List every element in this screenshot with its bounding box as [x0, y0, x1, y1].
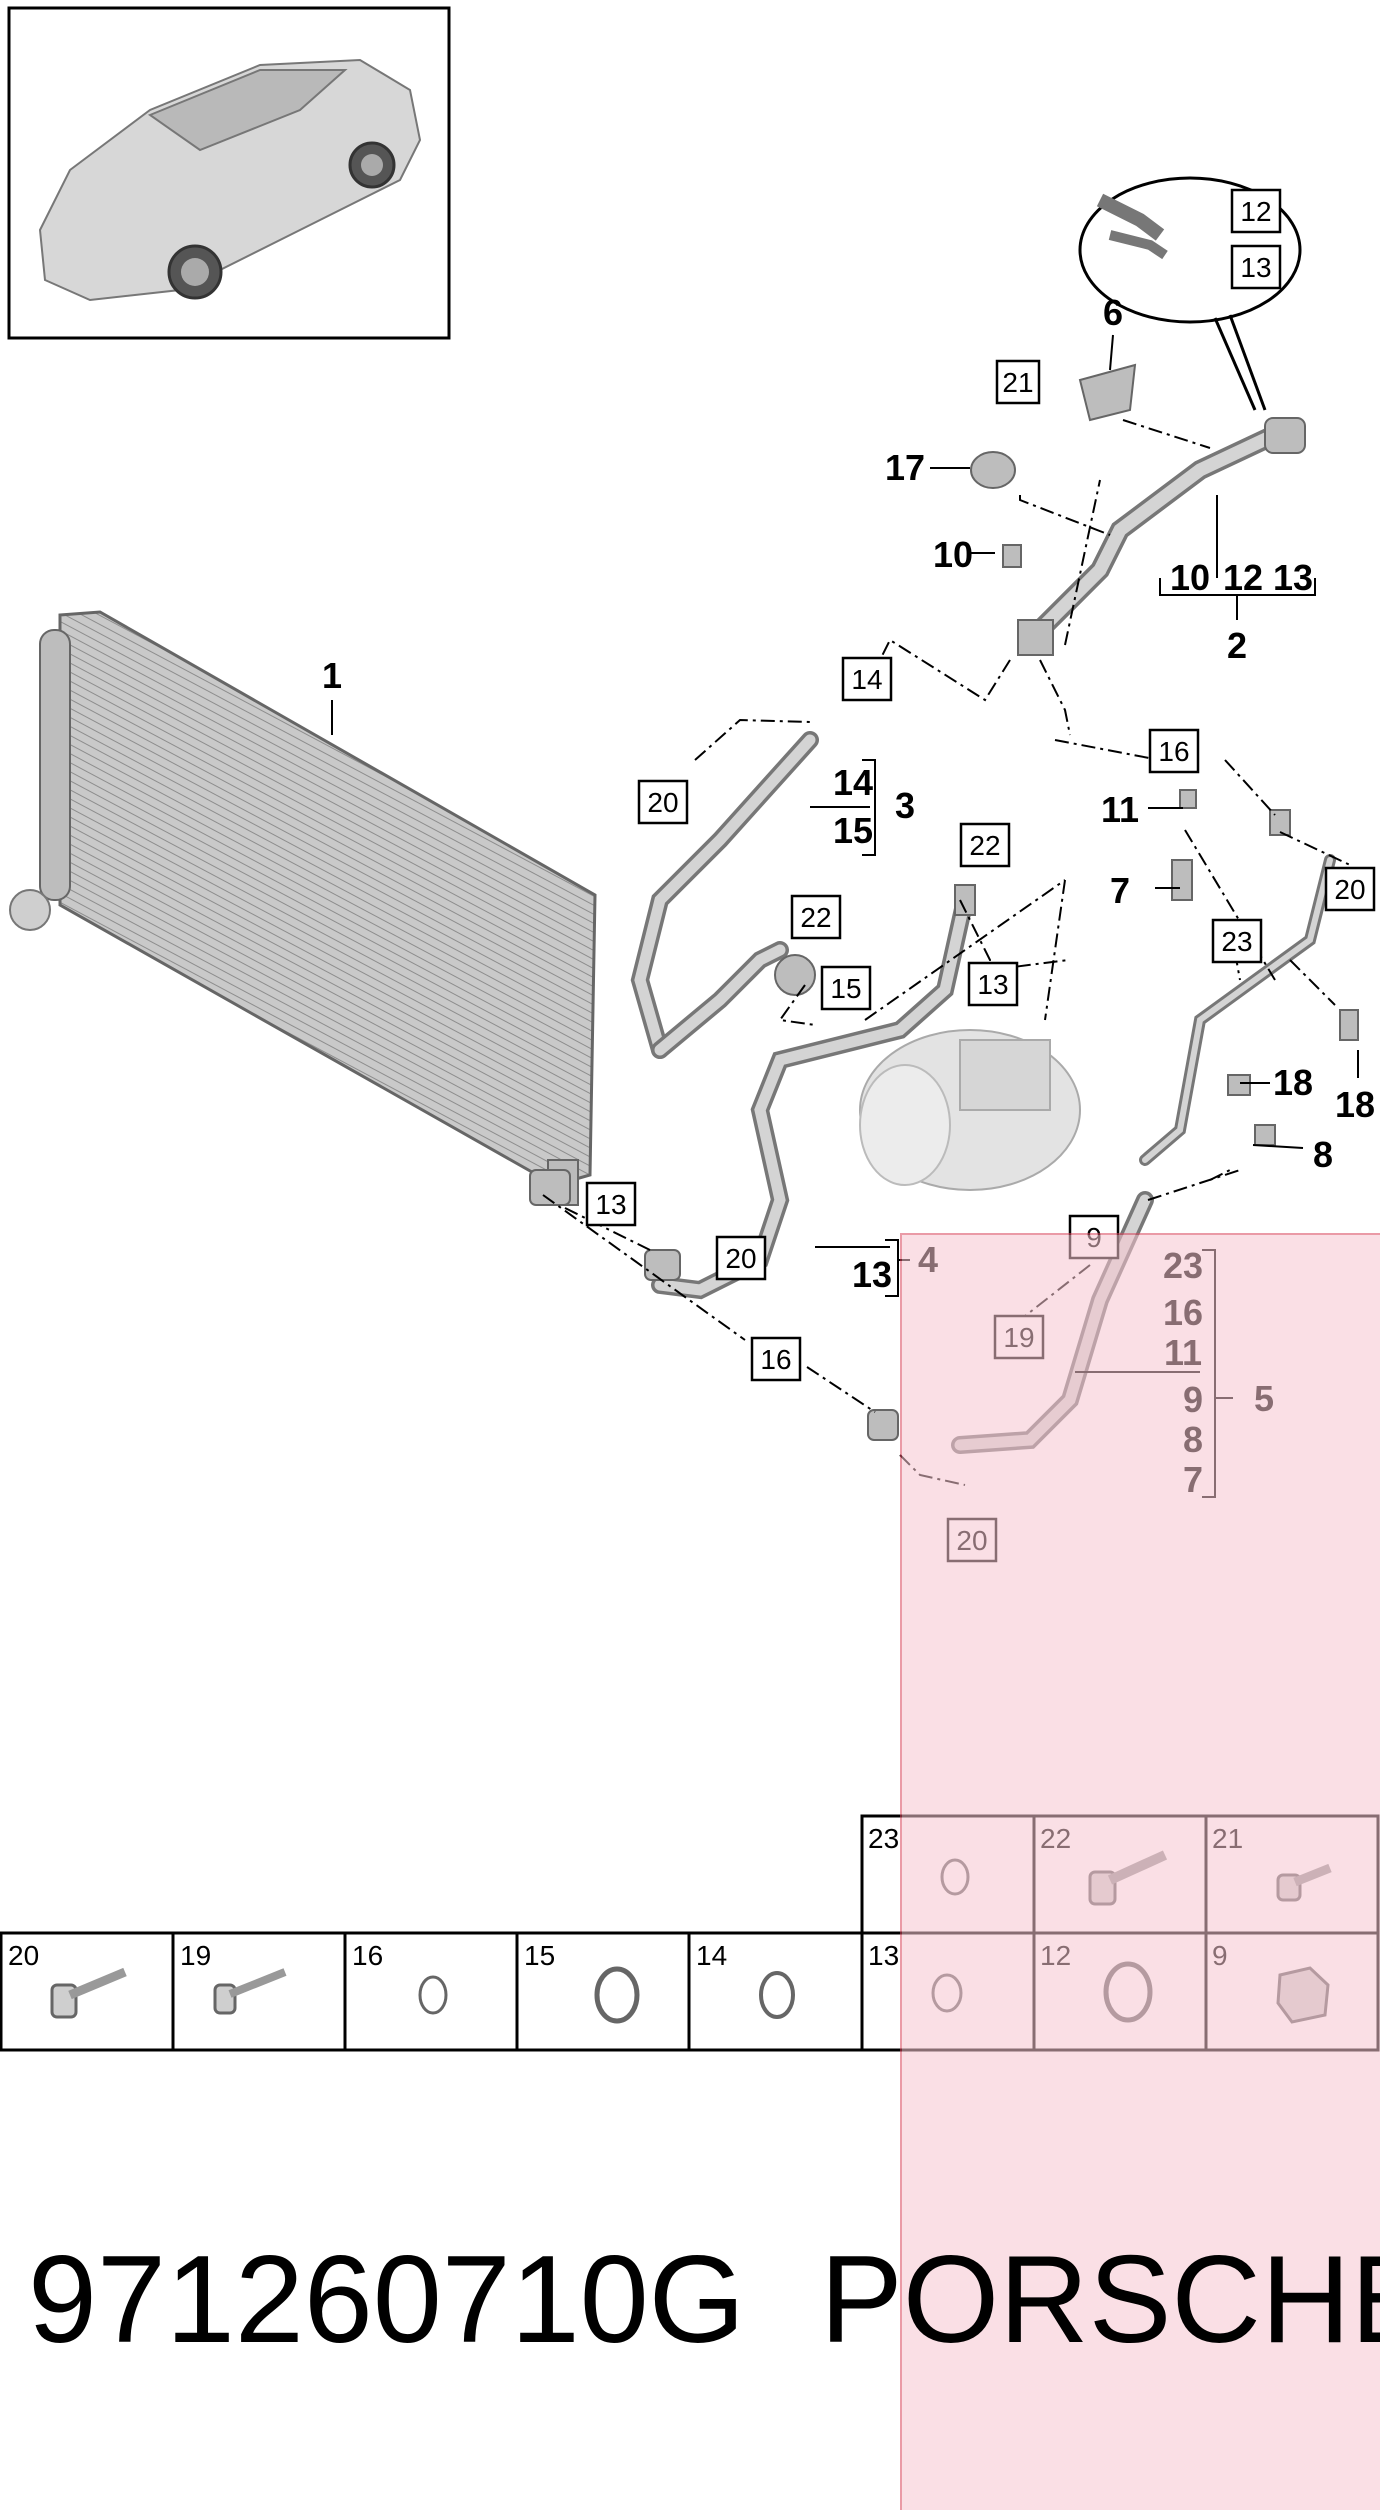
- callout-group2-12: 12: [1223, 557, 1263, 598]
- box-21: 21: [1002, 367, 1033, 398]
- callout-group4-13: 13: [852, 1254, 892, 1295]
- bolt-icon: [213, 1968, 287, 2015]
- condenser-radiator: [9, 610, 597, 1206]
- box-16-lower: 16: [760, 1344, 791, 1375]
- fittings: [529, 363, 1359, 1441]
- box-22-top: 22: [969, 830, 1000, 861]
- o-ring-icon: [418, 1975, 448, 2015]
- box-12-detail: 12: [1240, 196, 1271, 227]
- callout-11: 11: [1101, 789, 1139, 830]
- cell-num-14: 14: [696, 1940, 727, 1971]
- box-15: 15: [830, 973, 861, 1004]
- box-13-mid: 13: [977, 969, 1008, 1000]
- cell-num-15: 15: [524, 1940, 555, 1971]
- compressor-illustration: [859, 1029, 1081, 1191]
- callout-1: 1: [322, 655, 342, 696]
- callout-17: 17: [885, 447, 925, 488]
- cell-num-23: 23: [868, 1823, 899, 1854]
- footer: 971260710G PORSCHE: [28, 2230, 1380, 2370]
- bolt-icon: [50, 1967, 127, 2019]
- callout-8: 8: [1313, 1134, 1333, 1175]
- cell-num-20: 20: [8, 1940, 39, 1971]
- box-13-lower: 13: [595, 1189, 626, 1220]
- callout-3: 3: [895, 785, 915, 826]
- highlight-overlay: [900, 1233, 1380, 2510]
- o-ring-icon: [759, 1971, 795, 2019]
- o-ring-icon: [594, 1966, 640, 2024]
- brand-name: PORSCHE: [820, 2231, 1380, 2369]
- callout-6: 6: [1103, 292, 1123, 333]
- callout-10: 10: [933, 534, 973, 575]
- callout-group3-14: 14: [833, 762, 873, 803]
- part-number: 971260710G: [28, 2231, 746, 2369]
- car-illustration-icon: [38, 58, 422, 302]
- vehicle-thumbnail: [7, 6, 451, 340]
- cell-num-19: 19: [180, 1940, 211, 1971]
- callout-group3-15: 15: [833, 810, 873, 851]
- callout-18b: 18: [1335, 1084, 1375, 1125]
- box-23: 23: [1221, 926, 1252, 957]
- cell-num-13: 13: [868, 1940, 899, 1971]
- callout-group2-13: 13: [1273, 557, 1313, 598]
- callout-7: 7: [1110, 870, 1130, 911]
- box-16-upper: 16: [1158, 736, 1189, 767]
- box-14: 14: [851, 664, 882, 695]
- callout-2: 2: [1227, 625, 1247, 666]
- box-20-lower: 20: [725, 1243, 756, 1274]
- cell-num-16: 16: [352, 1940, 383, 1971]
- callout-18a: 18: [1273, 1062, 1313, 1103]
- callout-group2-10: 10: [1170, 557, 1210, 598]
- box-13-detail: 13: [1240, 252, 1271, 283]
- box-20-right: 20: [1334, 874, 1365, 905]
- box-20-left: 20: [647, 787, 678, 818]
- box-22-mid: 22: [800, 902, 831, 933]
